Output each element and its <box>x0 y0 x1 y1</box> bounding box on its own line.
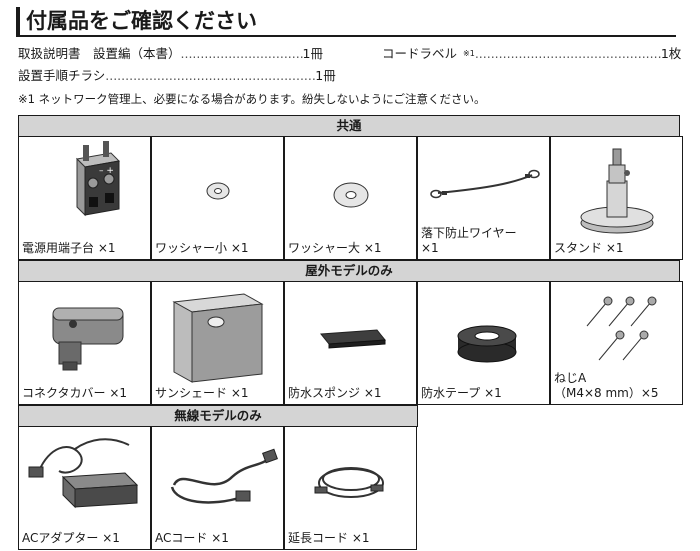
large-washer-icon <box>333 182 369 208</box>
item-large-washer: ワッシャー大 ×1 <box>284 136 417 260</box>
connector-cover-icon <box>52 307 124 371</box>
item-screws: ねじA （M4×8 mm）×5 <box>550 281 683 405</box>
item-qty: 1枚 <box>660 46 682 61</box>
item-sunshade: サンシェード ×1 <box>151 281 284 405</box>
item-connector-cover: コネクタカバー ×1 <box>18 281 151 405</box>
section-header-wireless: 無線モデルのみ <box>18 405 418 427</box>
item-waterproof-tape: 防水テープ ×1 <box>417 281 550 405</box>
waterproof-sponge-icon <box>320 329 386 349</box>
item-terminal-block: – + 電源用端子台 ×1 <box>18 136 151 260</box>
svg-text:– +: – + <box>99 166 114 176</box>
item-label: ACコード ×1 <box>155 531 229 545</box>
item-fall-prevention-wire: 落下防止ワイヤー ×1 <box>417 136 550 260</box>
leader-dots: ........................................… <box>105 68 315 83</box>
list-item-manual: 取扱説明書 設置編（本書）...........................… <box>18 46 323 62</box>
item-label: 落下防止ワイヤー ×1 <box>421 226 517 255</box>
item-label: コネクタカバー ×1 <box>22 386 128 400</box>
fall-prevention-wire-icon <box>430 169 540 199</box>
item-label: ワッシャー小 ×1 <box>155 241 249 255</box>
item-label: ACアダプター ×1 <box>22 531 120 545</box>
item-label: 防水スポンジ ×1 <box>288 386 382 400</box>
page-title: 付属品をご確認ください <box>16 7 676 37</box>
item-qty: 1冊 <box>315 68 336 83</box>
item-label: 延長コード ×1 <box>288 531 370 545</box>
small-washer-icon <box>206 182 230 200</box>
item-label: サンシェード ×1 <box>155 386 249 400</box>
screws-icon <box>586 296 657 361</box>
list-item-code-label: コードラベル ※1................................… <box>382 46 681 62</box>
item-label: ねじA （M4×8 mm）×5 <box>554 371 659 400</box>
stand-icon <box>580 148 654 234</box>
item-qty: 1冊 <box>302 46 323 61</box>
footnote: ※1 ネットワーク管理上、必要になる場合があります。紛失しないようにご注意くださ… <box>18 92 486 106</box>
section-header-outdoor: 屋外モデルのみ <box>18 260 680 282</box>
leader-dots: ........................................… <box>180 46 303 61</box>
list-item-guide: 設置手順チラシ.................................… <box>18 68 336 84</box>
waterproof-tape-icon <box>457 325 517 363</box>
item-extension-cord: 延長コード ×1 <box>284 426 417 550</box>
item-ac-adapter: ACアダプター ×1 <box>18 426 151 550</box>
section-header-common: 共通 <box>18 115 680 137</box>
leader-dots: ........................................… <box>474 46 661 61</box>
item-name: コードラベル <box>382 46 458 61</box>
footnote-mark: ※1 <box>463 49 475 58</box>
item-label: 防水テープ ×1 <box>421 386 502 400</box>
item-label: 電源用端子台 ×1 <box>22 241 116 255</box>
terminal-block-icon: – + <box>75 141 121 217</box>
item-stand: スタンド ×1 <box>550 136 683 260</box>
sunshade-icon <box>172 293 264 383</box>
item-name: 設置手順チラシ <box>18 68 106 83</box>
extension-cord-icon <box>314 467 384 498</box>
item-label: ワッシャー大 ×1 <box>288 241 382 255</box>
item-small-washer: ワッシャー小 ×1 <box>151 136 284 260</box>
item-name: 取扱説明書 設置編（本書） <box>18 46 181 61</box>
item-label: スタンド ×1 <box>554 241 624 255</box>
ac-cord-icon <box>170 448 278 504</box>
item-waterproof-sponge: 防水スポンジ ×1 <box>284 281 417 405</box>
ac-adapter-icon <box>28 438 139 509</box>
item-ac-cord: ACコード ×1 <box>151 426 284 550</box>
